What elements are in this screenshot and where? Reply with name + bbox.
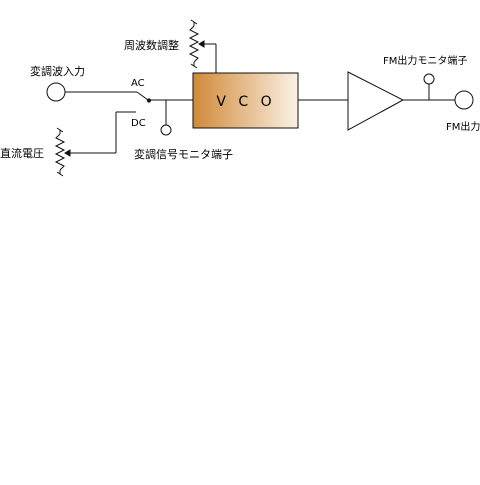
freq-pot-wiper-arrow xyxy=(198,40,205,48)
amplifier-triangle xyxy=(347,71,405,131)
switch-blade xyxy=(136,91,149,101)
fm-monitor-terminal xyxy=(423,73,435,85)
mod-monitor-terminal xyxy=(160,124,172,136)
dc-pot-wiper-arrow xyxy=(64,149,71,157)
dc-pot-top-end xyxy=(56,127,64,133)
dc-voltage-label: 直流電圧 xyxy=(0,146,44,160)
dc-label: DC xyxy=(131,118,146,129)
freq-adjust-label: 周波数調整 xyxy=(124,38,179,52)
vco-block xyxy=(192,72,299,129)
freq-pot-bottom-end xyxy=(190,63,198,69)
mod-monitor-label: 変調信号モニタ端子 xyxy=(134,147,233,161)
mod-input-terminal xyxy=(46,82,66,102)
vco-label: V C O xyxy=(216,94,275,110)
mod-input-label: 変調波入力 xyxy=(30,64,85,78)
freq-pot-top-end xyxy=(190,19,198,25)
dc-pot-resistor xyxy=(54,133,66,171)
fm-output-label: FM出力 xyxy=(446,120,480,133)
dc-pot-bottom-end xyxy=(56,171,64,177)
fm-monitor-label: FM出力モニタ端子 xyxy=(383,54,467,67)
fm-output-terminal xyxy=(454,90,474,110)
freq-pot-resistor xyxy=(188,25,200,63)
ac-label: AC xyxy=(131,78,145,89)
